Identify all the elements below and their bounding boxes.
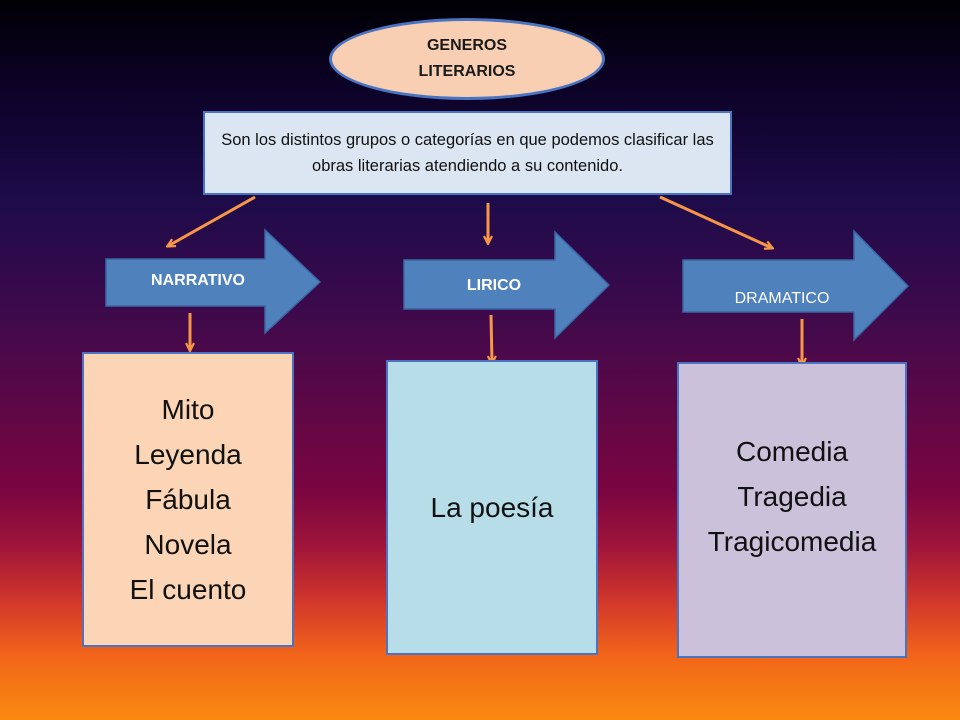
dramatico-item: Tragicomedia bbox=[707, 525, 877, 557]
title-line-2: LITERARIOS bbox=[418, 63, 516, 80]
narrativo-label: NARRATIVO bbox=[151, 272, 245, 289]
lirico-label: LIRICO bbox=[466, 277, 522, 294]
block-arrow-lirico bbox=[403, 230, 611, 340]
narrativo-item: El cuento bbox=[129, 574, 247, 605]
block-arrow-dramatico bbox=[682, 229, 910, 342]
lirico-box: La poesía bbox=[386, 360, 598, 655]
definition-box: Son los distintos grupos o categorías en… bbox=[203, 111, 732, 195]
narrativo-box: Mito Leyenda Fábula Novela El cuento bbox=[82, 352, 294, 647]
dramatico-label: DRAMATICO bbox=[734, 290, 830, 307]
dramatico-box: Comedia Tragedia Tragicomedia bbox=[677, 362, 907, 658]
lirico-item: La poesía bbox=[430, 492, 554, 523]
definition-text: Son los distintos grupos o categorías en… bbox=[221, 131, 714, 175]
title-text: GENEROS LITERARIOS bbox=[407, 33, 527, 85]
narrativo-item: Novela bbox=[144, 529, 232, 560]
title-ellipse: GENEROS LITERARIOS bbox=[329, 18, 605, 100]
connector-definition-narrativo bbox=[168, 195, 256, 246]
narrativo-item: Leyenda bbox=[134, 439, 242, 470]
connector-definition-dramatico bbox=[659, 195, 772, 248]
connector-lirico-box bbox=[491, 314, 492, 363]
title-line-1: GENEROS bbox=[426, 37, 507, 54]
dramatico-item: Tragedia bbox=[737, 480, 847, 512]
narrativo-item: Mito bbox=[161, 394, 215, 425]
block-arrow-narrativo bbox=[105, 228, 322, 335]
dramatico-item: Comedia bbox=[735, 435, 849, 467]
narrativo-item: Fábula bbox=[145, 484, 231, 515]
